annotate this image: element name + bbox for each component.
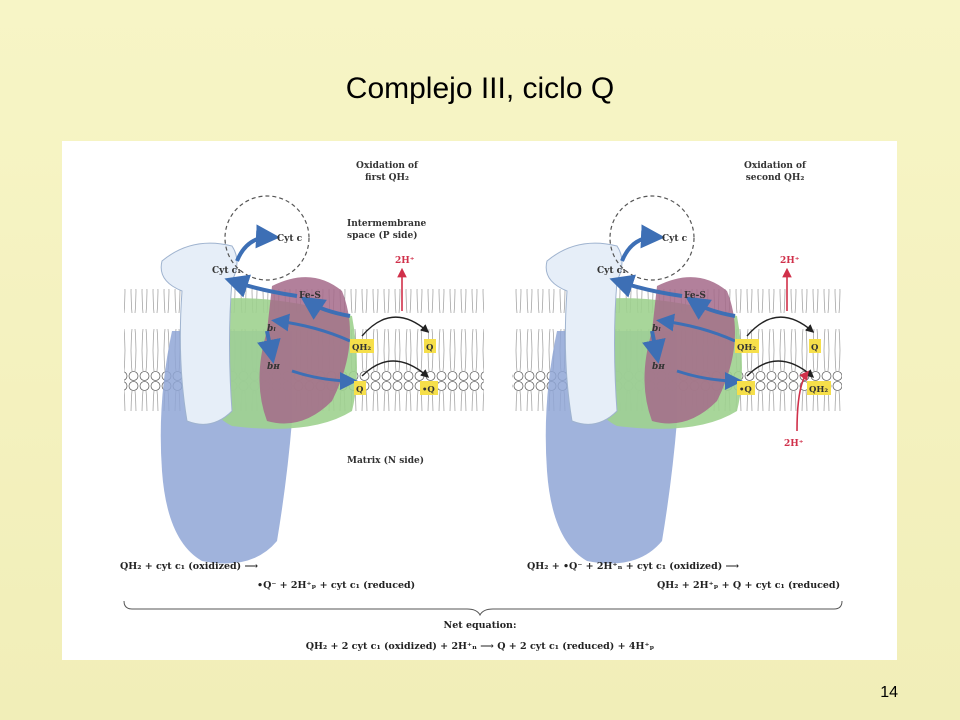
left-heading-1: Oxidation of bbox=[356, 161, 419, 171]
left-arrow-fes-to-c1 bbox=[224, 274, 298, 298]
right-cytc1-label: Cyt c₁ bbox=[597, 266, 626, 276]
left-cytc1-label: Cyt c₁ bbox=[212, 266, 241, 276]
right-arrow-bh-to-q bbox=[676, 369, 743, 390]
left-q-top-box bbox=[424, 339, 436, 353]
left-arrow-to-cytc bbox=[235, 224, 280, 262]
left-qh2-label: QH₂ bbox=[352, 343, 371, 353]
right-q-top-label: Q bbox=[811, 343, 819, 353]
left-bh-label: bʜ bbox=[267, 362, 280, 372]
right-proton-in-label: 2H⁺ bbox=[784, 439, 804, 449]
left-arrow-q-to-semiquinone bbox=[361, 360, 430, 378]
left-arrow-bh-to-q bbox=[291, 369, 358, 390]
left-equation-line2: •Q⁻ + 2H⁺ₚ + cyt c₁ (reduced) bbox=[257, 580, 415, 591]
ims-label-1: Intermembrane bbox=[347, 219, 427, 229]
right-proton-out-label: 2H⁺ bbox=[780, 256, 800, 266]
left-bl-label: bₗ bbox=[267, 324, 276, 334]
right-qh2-bottom-box bbox=[807, 381, 831, 395]
left-arrow-qh2-to-fes bbox=[300, 296, 351, 320]
q-cycle-figure: Oxidation of first QH₂ Intermembrane spa… bbox=[62, 141, 897, 660]
right-cytc-label: Cyt c bbox=[662, 234, 688, 244]
left-panel: Oxidation of first QH₂ Intermembrane spa… bbox=[124, 161, 484, 564]
right-arrow-fes-to-c1 bbox=[609, 274, 683, 298]
left-q-top-label: Q bbox=[426, 343, 434, 353]
ims-label-2: space (P side) bbox=[347, 230, 417, 241]
right-qh2-top-box bbox=[735, 339, 759, 353]
right-cyt-c1-subunit bbox=[545, 242, 623, 425]
left-qh2-box bbox=[350, 339, 374, 353]
right-arrow-to-cytc bbox=[620, 224, 665, 262]
left-equation-line1: QH₂ + cyt c₁ (oxidized) ⟶ bbox=[120, 561, 258, 572]
left-proton-label: 2H⁺ bbox=[395, 256, 415, 266]
right-arrow-qh2-to-fes bbox=[685, 296, 736, 320]
right-bh-label: bʜ bbox=[652, 362, 665, 372]
right-semiquinone-label: •Q bbox=[739, 385, 752, 395]
slide-title: Complejo III, ciclo Q bbox=[345, 72, 615, 105]
left-semiquinone-box bbox=[420, 381, 438, 395]
left-arrow-qh2-to-bl bbox=[271, 313, 351, 343]
left-cytc-label: Cyt c bbox=[277, 234, 303, 244]
right-heading-1: Oxidation of bbox=[744, 161, 807, 171]
left-heading-2: first QH₂ bbox=[365, 173, 409, 183]
left-semiquinone-label: •Q bbox=[422, 385, 435, 395]
q-cycle-diagram: Oxidation of first QH₂ Intermembrane spa… bbox=[120, 161, 843, 652]
right-bl-label: bₗ bbox=[652, 324, 661, 334]
right-cyt-c-path bbox=[609, 195, 695, 281]
left-q-bottom-label: Q bbox=[356, 385, 364, 395]
right-fes-label: Fe-S bbox=[684, 291, 706, 301]
right-qh2-bottom-label: QH₂ bbox=[809, 385, 828, 395]
left-cyt-c-path bbox=[224, 195, 310, 281]
right-arrow-qh2-to-q bbox=[746, 316, 815, 337]
right-equation-line2: QH₂ + 2H⁺ₚ + Q + cyt c₁ (reduced) bbox=[657, 580, 840, 591]
page-number: 14 bbox=[880, 684, 898, 701]
right-q-top-box bbox=[809, 339, 821, 353]
right-qh2-top-label: QH₂ bbox=[737, 343, 756, 353]
right-proton-in-arrow bbox=[796, 370, 809, 432]
right-panel: Oxidation of second QH₂ Cyt c Cyt c₁ Fe-… bbox=[512, 161, 842, 564]
net-equation-brace bbox=[123, 600, 843, 617]
right-equation-line1: QH₂ + •Q⁻ + 2H⁺ₙ + cyt c₁ (oxidized) ⟶ bbox=[527, 561, 740, 572]
right-arrow-qh2-to-bl bbox=[656, 313, 736, 343]
matrix-label: Matrix (N side) bbox=[347, 455, 424, 466]
left-arrow-qh2-to-q bbox=[361, 316, 430, 337]
net-equation-label: Net equation: bbox=[444, 620, 517, 631]
equations: QH₂ + cyt c₁ (oxidized) ⟶ •Q⁻ + 2H⁺ₚ + c… bbox=[120, 561, 843, 652]
right-semiquinone-box bbox=[737, 381, 755, 395]
left-fes-label: Fe-S bbox=[299, 291, 321, 301]
left-q-bottom-box bbox=[354, 381, 366, 395]
right-heading-2: second QH₂ bbox=[746, 173, 805, 183]
left-arrow-bl-to-bh bbox=[257, 330, 281, 364]
net-equation: QH₂ + 2 cyt c₁ (oxidized) + 2H⁺ₙ ⟶ Q + 2… bbox=[306, 641, 655, 652]
right-arrow-bl-to-bh bbox=[642, 330, 666, 364]
left-cyt-c1-subunit bbox=[160, 242, 238, 425]
